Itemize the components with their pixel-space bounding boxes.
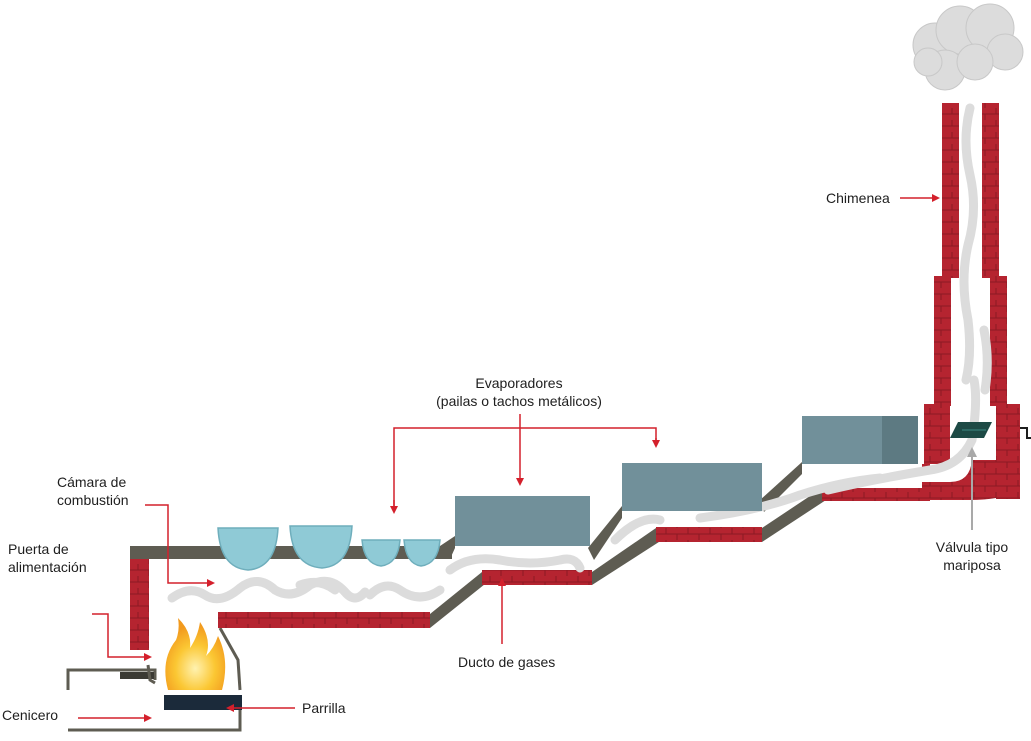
gas-flow: [167, 103, 992, 604]
arrow-camara: [145, 504, 215, 587]
arrow-puerta: [92, 613, 152, 661]
label-evaporadores-line1: Evaporadores: [475, 375, 563, 391]
annotation-arrows: [78, 194, 940, 722]
label-evaporadores-line2: (pailas o tachos metálicos): [436, 393, 602, 409]
evaporator-2: [622, 463, 762, 511]
butterfly-valve-icon: [950, 422, 992, 438]
label-puerta: Puerta de alimentación: [8, 540, 87, 576]
chimney: [922, 103, 1031, 500]
label-puerta-line2: alimentación: [8, 559, 87, 575]
flame-icon: [165, 618, 226, 690]
round-pan-4: [403, 539, 441, 567]
firebox-walls: [146, 627, 242, 691]
evaporator-3: [802, 416, 882, 464]
label-evaporadores: Evaporadores (pailas o tachos metálicos): [410, 374, 628, 410]
round-pan-3: [361, 539, 401, 567]
arrow-evaporadores-top: [393, 427, 657, 510]
label-ducto: Ducto de gases: [458, 654, 556, 670]
round-pan-1: [217, 527, 279, 571]
label-camara: Cámara de combustión: [57, 473, 129, 509]
front-brick-wall: [130, 548, 149, 650]
label-cenicero: Cenicero: [2, 707, 59, 723]
label-puerta-line1: Puerta de: [8, 541, 69, 557]
label-camara-line2: combustión: [57, 492, 129, 508]
label-parrilla: Parrilla: [302, 700, 346, 716]
round-pans: [217, 525, 441, 571]
label-chimenea: Chimenea: [826, 190, 890, 206]
duct-floor: [218, 488, 930, 628]
label-valvula-line1: Válvula tipo: [935, 539, 1009, 555]
label-valvula: Válvula tipo mariposa: [920, 538, 1024, 574]
label-camara-line1: Cámara de: [57, 474, 127, 490]
round-pan-2: [289, 525, 353, 569]
evaporator-1: [455, 496, 590, 546]
label-valvula-line2: mariposa: [943, 557, 1001, 573]
smoke-plume: [912, 3, 1024, 91]
rect-evaporators: [455, 416, 918, 546]
grate: [164, 695, 242, 710]
